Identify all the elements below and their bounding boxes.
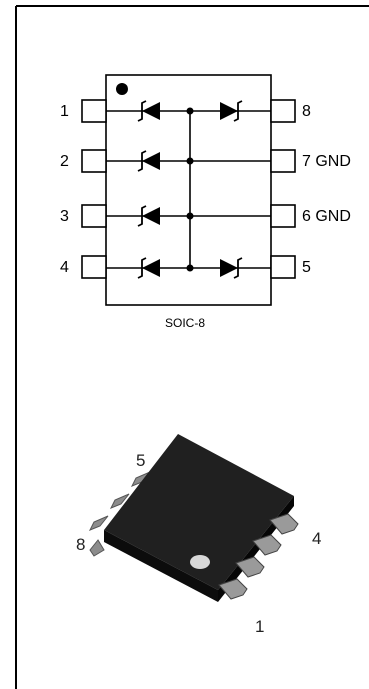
tvs-diode-3: [137, 205, 160, 227]
front-leads: [218, 513, 299, 600]
pin-label-left-3: 3: [60, 208, 69, 225]
render-pin-label-4: 4: [312, 529, 322, 548]
pin-label-left-1: 1: [60, 103, 69, 120]
pin1-dimple: [190, 555, 210, 569]
pin-label-right-7: 7 GND: [302, 153, 351, 170]
render-pin-label-1: 1: [255, 617, 265, 636]
chip-side-face: [104, 530, 218, 602]
ic-schematic: [81, 74, 296, 306]
junction-dots: [186, 107, 194, 272]
tvs-diode-8: [220, 100, 243, 122]
tvs-diode-4: [137, 257, 160, 279]
pin-label-left-4: 4: [60, 259, 69, 276]
pin-label-right-5: 5: [302, 259, 311, 276]
pin-label-left-2: 2: [60, 153, 69, 170]
pin1-marker-dot: [116, 83, 128, 95]
left-pin-stubs: [81, 99, 107, 279]
tvs-diode-5: [220, 257, 243, 279]
pin-label-right-6: 6 GND: [302, 208, 351, 225]
render-pin-label-5: 5: [136, 451, 146, 470]
tvs-diode-2: [137, 150, 160, 172]
back-leads: [88, 471, 151, 557]
chip-top-face: [104, 434, 294, 590]
right-pin-stubs: [270, 99, 296, 279]
render-pin-label-8: 8: [76, 535, 86, 554]
soic8-package-render: [88, 434, 299, 602]
package-name-label: SOIC-8: [165, 316, 206, 330]
tvs-diode-1: [137, 100, 160, 122]
pin-label-right-8: 8: [302, 103, 311, 120]
